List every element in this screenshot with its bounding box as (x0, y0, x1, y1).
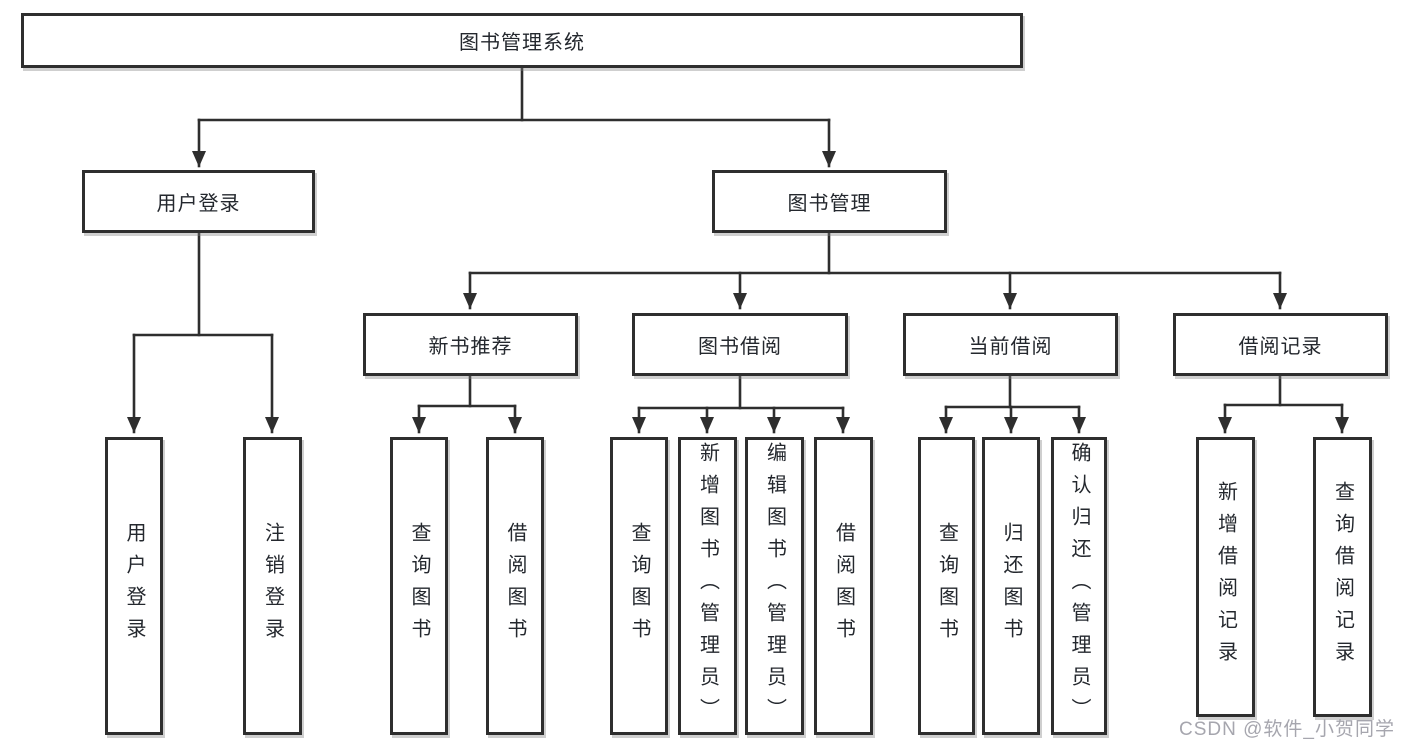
node-book-borrow: 图书借阅 (632, 313, 848, 376)
leaf-cb-query-book: 查询图书 (918, 437, 975, 735)
leaf-bb-edit-book-admin: 编辑图书（管理员） (745, 437, 804, 735)
leaf-logout: 注销登录 (243, 437, 302, 735)
node-root: 图书管理系统 (21, 13, 1023, 68)
leaf-logout-label: 注销登录 (261, 522, 284, 650)
leaf-rec-borrow-book-label: 借阅图书 (504, 522, 526, 650)
leaf-br-add-record: 新增借阅记录 (1196, 437, 1255, 717)
node-book-management: 图书管理 (712, 170, 947, 233)
leaf-br-add-record-label: 新增借阅记录 (1214, 481, 1237, 673)
leaf-bb-borrow-book: 借阅图书 (814, 437, 873, 735)
node-borrow-records: 借阅记录 (1173, 313, 1388, 376)
node-user-login: 用户登录 (82, 170, 315, 233)
leaf-br-query-record: 查询借阅记录 (1313, 437, 1372, 717)
leaf-br-query-record-label: 查询借阅记录 (1331, 481, 1354, 673)
leaf-bb-add-book-admin: 新增图书（管理员） (678, 437, 737, 735)
leaf-rec-query-book-label: 查询图书 (408, 522, 430, 650)
leaf-cb-query-book-label: 查询图书 (935, 522, 958, 650)
node-current-borrow: 当前借阅 (903, 313, 1118, 376)
leaf-rec-borrow-book: 借阅图书 (486, 437, 544, 735)
leaf-bb-borrow-book-label: 借阅图书 (832, 522, 855, 650)
leaf-cb-confirm-return-admin: 确认归还（管理员） (1051, 437, 1107, 735)
leaf-bb-query-book: 查询图书 (610, 437, 668, 735)
node-new-book-recommend: 新书推荐 (363, 313, 578, 376)
leaf-cb-return-book: 归还图书 (982, 437, 1040, 735)
leaf-user-login-label: 用户登录 (123, 522, 145, 650)
leaf-bb-edit-book-admin-label: 编辑图书（管理员） (763, 442, 786, 730)
csdn-watermark: CSDN @软件_小贺同学 (1179, 719, 1395, 740)
leaf-bb-add-book-admin-label: 新增图书（管理员） (696, 442, 719, 730)
leaf-rec-query-book: 查询图书 (390, 437, 448, 735)
leaf-bb-query-book-label: 查询图书 (628, 522, 650, 650)
leaf-cb-return-book-label: 归还图书 (1000, 522, 1022, 650)
leaf-cb-confirm-return-admin-label: 确认归还（管理员） (1068, 442, 1090, 730)
leaf-user-login: 用户登录 (105, 437, 163, 735)
